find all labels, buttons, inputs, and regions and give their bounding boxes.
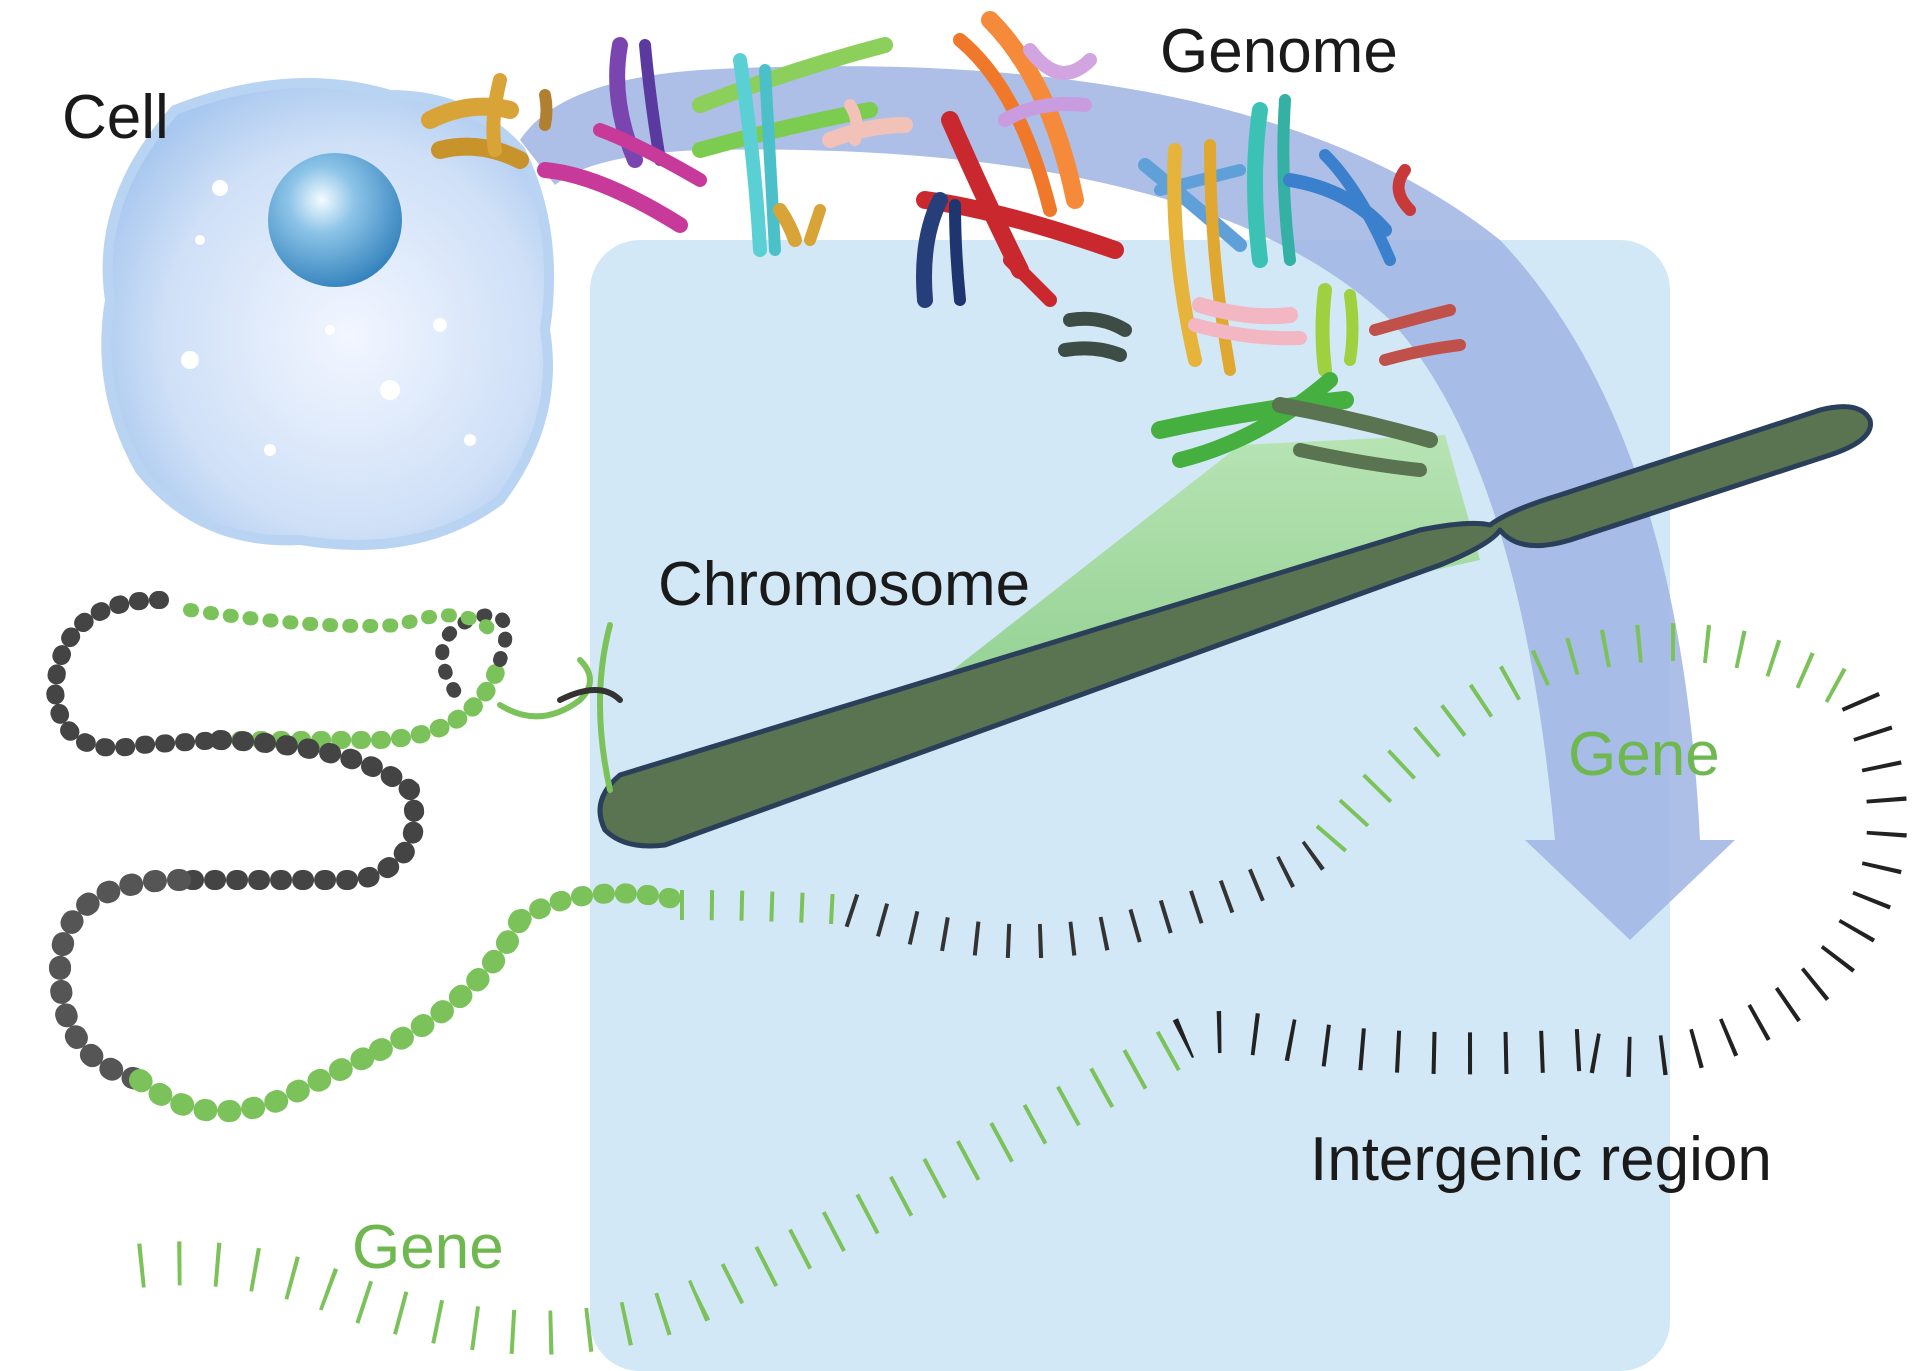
cell-label: Cell <box>62 83 169 152</box>
cell-icon <box>101 78 555 550</box>
chromosome-funnel <box>940 435 1480 680</box>
intergenic-region-label: Intergenic region <box>1310 1125 1772 1194</box>
dna-beaded-strand <box>45 591 690 1123</box>
gene-label-right: Gene <box>1568 720 1720 789</box>
hierarchy-arrow <box>520 66 1735 940</box>
genome-chromosomes <box>421 11 1466 477</box>
gene-label-bottom: Gene <box>352 1213 504 1282</box>
genome-label: Genome <box>1160 17 1398 86</box>
chromosome-icon <box>597 404 1873 849</box>
nucleus-icon <box>268 153 402 287</box>
chromosome-label: Chromosome <box>658 550 1030 619</box>
